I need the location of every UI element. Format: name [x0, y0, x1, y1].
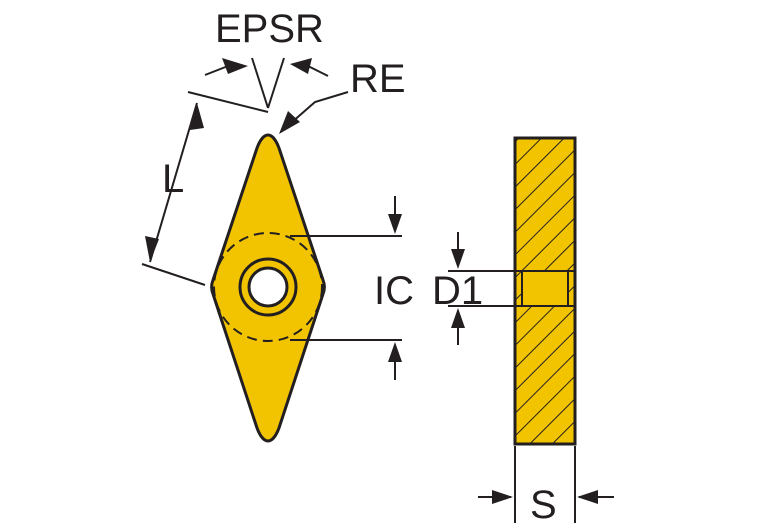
dimension-ic: IC	[290, 196, 414, 380]
dimension-d1: D1	[432, 232, 518, 345]
insert-top-view	[210, 133, 326, 443]
hole	[247, 266, 289, 308]
label-epsr: EPSR	[215, 7, 324, 51]
label-d1: D1	[432, 269, 483, 313]
label-l: L	[162, 157, 184, 201]
inscribed-circle	[213, 232, 323, 342]
label-re: RE	[350, 57, 406, 101]
dimension-re: RE	[279, 57, 406, 134]
dimension-l: L	[141, 91, 269, 286]
label-s: S	[530, 483, 557, 523]
label-ic: IC	[374, 269, 414, 313]
dimension-s: S	[478, 446, 614, 523]
dimension-epsr: EPSR	[204, 7, 329, 109]
insert-side-view	[513, 136, 577, 446]
section-hole	[521, 270, 569, 307]
